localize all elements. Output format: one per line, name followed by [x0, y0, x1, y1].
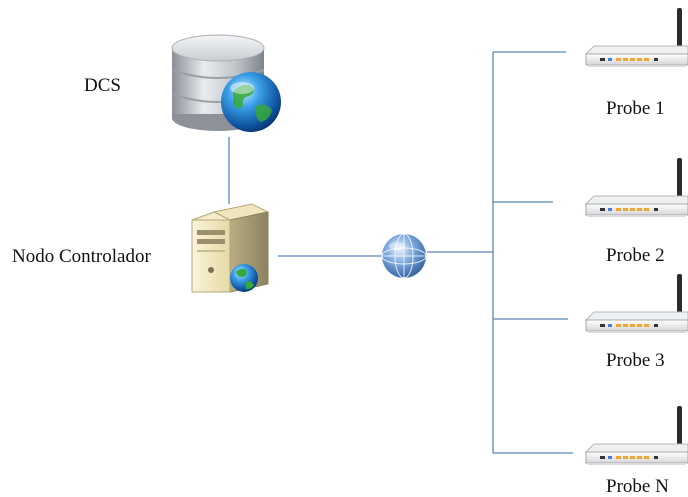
dcs-label: DCS	[84, 75, 121, 96]
probe-n-label: Probe N	[606, 476, 669, 497]
routers	[584, 8, 688, 465]
wireless-router-icon	[584, 158, 688, 217]
wireless-router-icon	[584, 8, 688, 67]
wireless-router-icon	[584, 406, 688, 465]
globe-network-icon	[381, 233, 427, 279]
controller-label: Nodo Controlador	[12, 246, 151, 267]
wireless-router-icon	[584, 274, 688, 333]
database-globe-icon	[171, 34, 281, 132]
probe-3-label: Probe 3	[606, 350, 665, 371]
server-globe-icon	[191, 203, 270, 293]
probe-1-label: Probe 1	[606, 98, 665, 119]
connector-lines	[228, 51, 573, 454]
probe-2-label: Probe 2	[606, 245, 665, 266]
